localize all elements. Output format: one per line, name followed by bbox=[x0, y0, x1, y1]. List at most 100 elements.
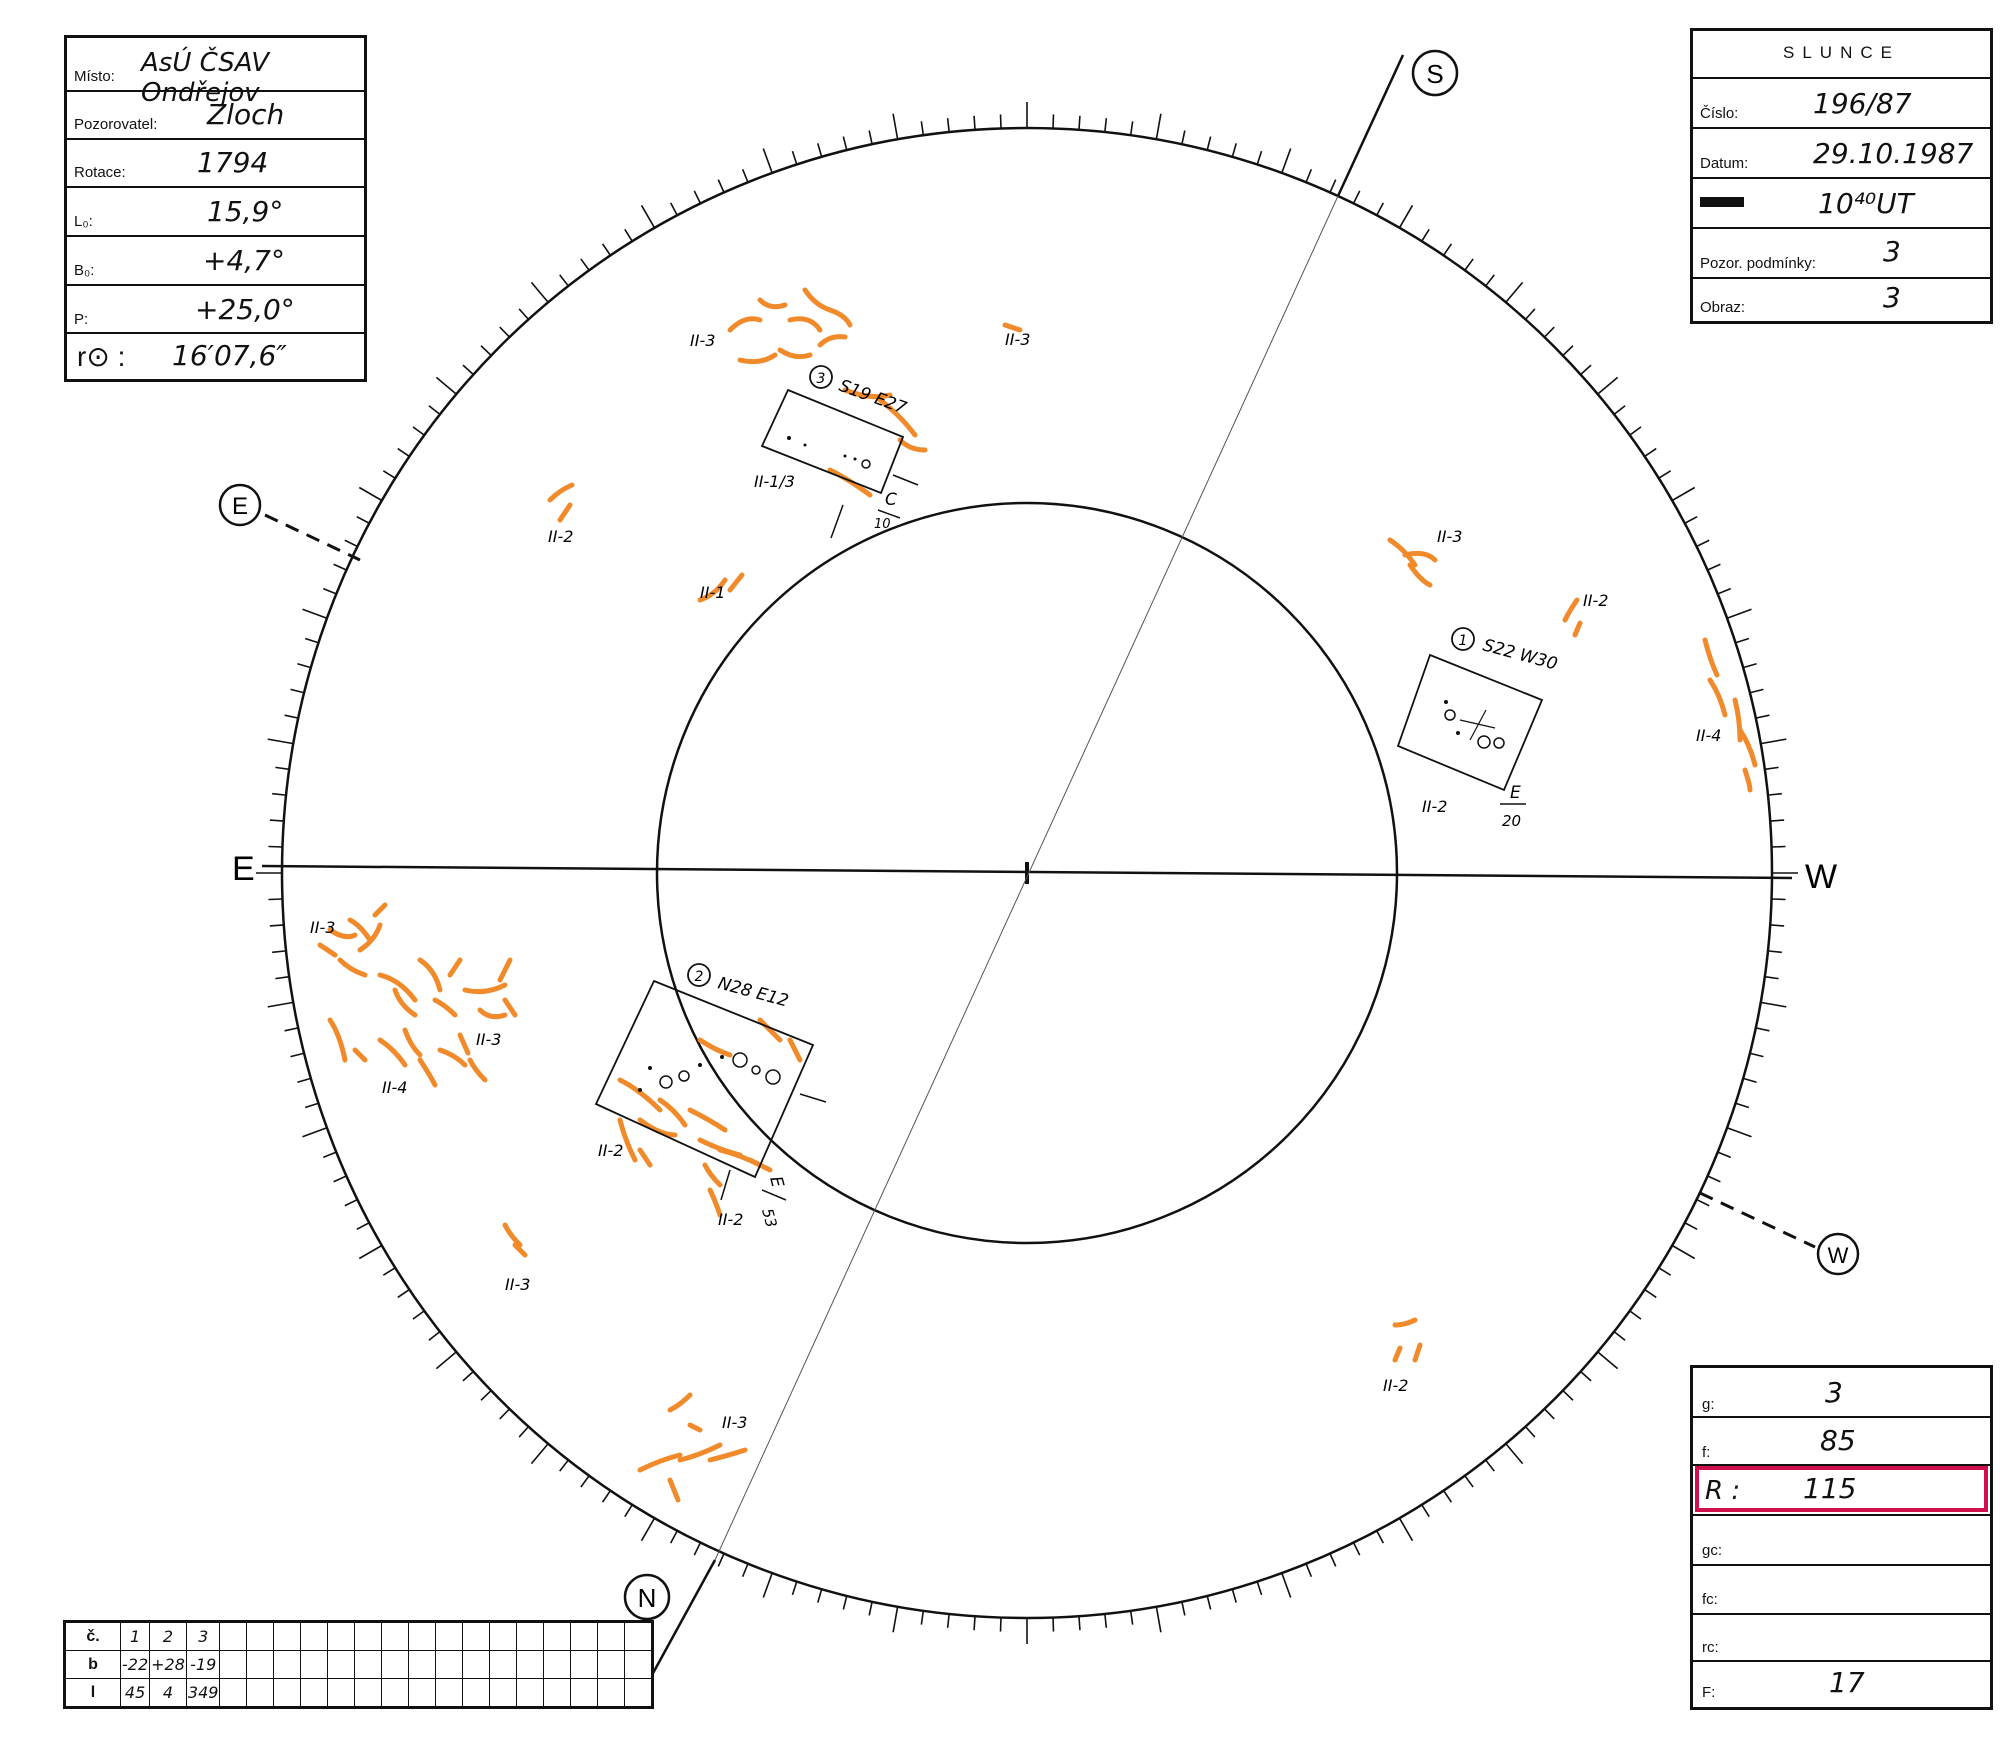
facula-stroke bbox=[432, 997, 458, 1018]
limb-tick bbox=[762, 1572, 773, 1598]
limb-tick bbox=[272, 792, 287, 796]
limb-tick bbox=[1078, 1616, 1081, 1631]
f-value: 85 bbox=[1820, 1424, 1856, 1457]
limb-tick bbox=[580, 1475, 590, 1488]
limb-tick bbox=[275, 975, 290, 980]
facula-class-label: II-3 bbox=[1437, 527, 1462, 546]
limb-tick bbox=[358, 486, 383, 502]
rotace-value: 1794 bbox=[197, 146, 269, 179]
p-label: P: bbox=[74, 311, 89, 328]
facula-stroke bbox=[1392, 1345, 1403, 1363]
limb-tick bbox=[1281, 148, 1292, 174]
b-2: +28 bbox=[149, 1650, 187, 1679]
limb-tick bbox=[892, 1606, 899, 1633]
facula-class-label: II-3 bbox=[690, 331, 715, 350]
limb-tick bbox=[624, 228, 633, 242]
limb-tick bbox=[868, 130, 873, 145]
limb-tick bbox=[1580, 364, 1592, 376]
limb-tick bbox=[304, 637, 319, 644]
datum-label: Datum: bbox=[1700, 155, 1749, 172]
sun-record-box: SLUNCE Číslo: 196/87 Datum: 29.10.1987 1… bbox=[1690, 28, 1993, 324]
limb-tick bbox=[1767, 950, 1782, 954]
limb-tick bbox=[302, 1127, 328, 1138]
facula-stroke bbox=[1707, 677, 1728, 718]
facula-stroke bbox=[357, 922, 383, 953]
limb-tick bbox=[624, 1504, 633, 1518]
l-1: 45 bbox=[119, 1678, 151, 1708]
limb-tick bbox=[480, 345, 492, 357]
limb-tick bbox=[640, 204, 656, 229]
facula-stroke bbox=[1742, 767, 1753, 793]
facula-stroke bbox=[1562, 597, 1580, 623]
facula-stroke bbox=[702, 1162, 723, 1188]
limb-tick bbox=[817, 143, 823, 158]
facula-stroke bbox=[327, 927, 358, 940]
limb-tick bbox=[1760, 738, 1787, 745]
facula-stroke bbox=[377, 972, 418, 1003]
group-2-class-num: E bbox=[765, 1174, 787, 1190]
facula-stroke bbox=[842, 387, 893, 400]
east-axis-label: E bbox=[232, 850, 255, 888]
limb-tick bbox=[1078, 115, 1081, 130]
facula-stroke bbox=[1002, 322, 1023, 333]
facula-stroke bbox=[1387, 537, 1418, 568]
facula-stroke bbox=[392, 987, 418, 1018]
limb-tick bbox=[1543, 326, 1555, 338]
limb-tick bbox=[1181, 130, 1186, 145]
west-circle-label: W bbox=[1828, 1243, 1849, 1268]
limb-tick bbox=[1129, 121, 1134, 136]
c-3: 3 bbox=[185, 1621, 221, 1651]
limb-tick bbox=[1305, 1563, 1313, 1578]
group-3-number: 3 bbox=[817, 371, 826, 387]
rc-label: rc: bbox=[1702, 1639, 1719, 1656]
limb-tick bbox=[1767, 792, 1782, 796]
facula-stroke bbox=[502, 997, 518, 1018]
limb-tick bbox=[272, 950, 287, 954]
facula-stroke bbox=[502, 1222, 523, 1248]
limb-tick bbox=[530, 281, 549, 303]
results-box: g: 3 f: 85 R : 115 gc: fc: rc: F: 17 bbox=[1690, 1365, 1993, 1710]
facula-class-label: II-4 bbox=[1696, 726, 1721, 745]
inner-reference-circle bbox=[655, 501, 1399, 1245]
group-3-class-num: C bbox=[885, 490, 897, 510]
table-row: č. 1 2 3 bbox=[64, 1621, 654, 1651]
facula-stroke bbox=[637, 1117, 678, 1138]
facula-stroke bbox=[457, 1032, 471, 1056]
facula-stroke bbox=[637, 1452, 683, 1473]
facula-stroke bbox=[462, 982, 508, 995]
facula-stroke bbox=[557, 502, 573, 523]
r-value: 115 bbox=[1803, 1472, 1857, 1505]
f-label: f: bbox=[1702, 1444, 1711, 1461]
facula-stroke bbox=[497, 957, 513, 983]
limb-tick bbox=[973, 1616, 976, 1631]
l-2: 4 bbox=[149, 1678, 187, 1708]
limb-tick bbox=[382, 1267, 396, 1276]
limb-tick bbox=[284, 714, 299, 719]
facula-stroke bbox=[667, 1392, 693, 1413]
misto-label: Místo: bbox=[74, 68, 115, 85]
limb-tick bbox=[1329, 179, 1337, 193]
group-2-number: 2 bbox=[695, 969, 704, 985]
limb-tick bbox=[428, 405, 441, 415]
facula-stroke bbox=[512, 1242, 528, 1258]
limb-tick bbox=[1760, 1001, 1787, 1008]
limb-tick bbox=[397, 447, 410, 458]
limb-tick bbox=[1742, 663, 1757, 669]
facula-stroke bbox=[417, 957, 443, 993]
facula-stroke bbox=[402, 1027, 423, 1058]
limb-tick bbox=[428, 1331, 441, 1341]
limb-tick bbox=[499, 326, 511, 338]
limb-tick bbox=[344, 539, 358, 548]
limb-tick bbox=[1696, 1198, 1710, 1207]
limb-tick bbox=[412, 426, 425, 436]
limb-tick bbox=[1485, 1459, 1495, 1472]
limb-tick bbox=[1442, 1490, 1453, 1503]
facula-stroke bbox=[687, 1107, 728, 1133]
limb-tick bbox=[275, 766, 290, 771]
limb-tick bbox=[1755, 714, 1770, 719]
facula-stroke bbox=[617, 1117, 638, 1163]
limb-tick bbox=[791, 150, 798, 165]
l0-label: L₀: bbox=[74, 213, 93, 230]
facula-stroke bbox=[1702, 637, 1720, 678]
cas-value: 10⁴⁰UT bbox=[1818, 187, 1914, 220]
